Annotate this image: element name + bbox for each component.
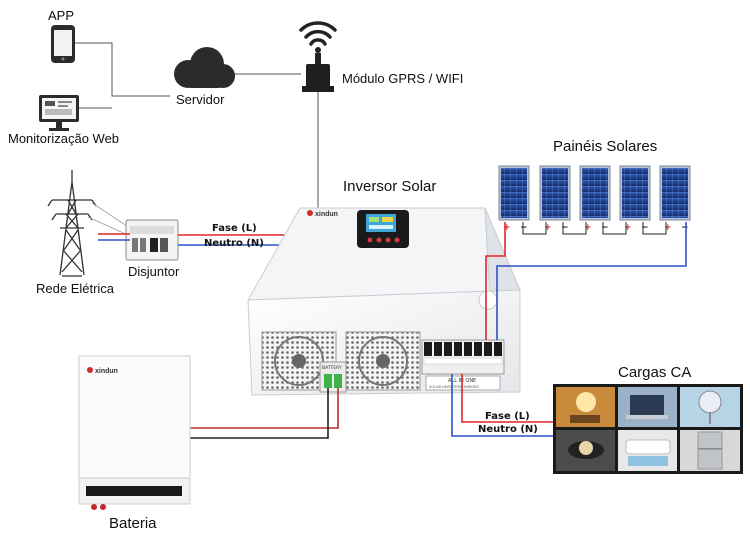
smartphone-icon — [51, 25, 75, 63]
breaker-box — [125, 219, 179, 261]
solar-panel-array — [498, 165, 691, 221]
battery-wires — [190, 388, 339, 439]
pylon-icon — [47, 170, 97, 277]
ac-loads-label: Cargas CA — [618, 364, 692, 381]
panel-plus: + — [584, 223, 592, 233]
neutral-out-label: Neutro (N) — [478, 424, 538, 435]
solar-panels-label: Painéis Solares — [553, 138, 658, 155]
panel-polarity-marks: + − + − + − + − + − — [503, 223, 689, 233]
panel-sublabel: SOLAR INVERTER/CHARGER — [429, 385, 479, 389]
load-stove — [556, 430, 615, 471]
inverter-label: Inversor Solar — [343, 178, 437, 195]
app-label: APP — [48, 8, 75, 23]
panel-plus: + — [544, 223, 552, 233]
solar-panel — [539, 165, 571, 221]
solar-panel — [619, 165, 651, 221]
gprs-label: Módulo GPRS / WIFI — [342, 71, 464, 86]
panel-minus: − — [641, 223, 649, 233]
panel-minus: − — [681, 223, 689, 233]
cloud-icon — [174, 47, 235, 88]
ac-output-wires — [451, 374, 554, 437]
battery-terminal-label: BATTERY — [322, 365, 342, 371]
load-laptop — [618, 387, 677, 427]
ac-loads-grid — [553, 384, 743, 474]
inverter-logo: xindun — [315, 211, 338, 218]
battery-logo: xindun — [95, 368, 118, 375]
load-fridge — [680, 430, 740, 471]
panel-plus: + — [503, 223, 511, 233]
neutral-in-label: Neutro (N) — [204, 238, 264, 249]
load-ac-unit — [618, 430, 677, 471]
panel-minus: − — [561, 223, 569, 233]
panel-series-links — [522, 222, 667, 235]
monitor-icon — [39, 95, 79, 131]
panel-minus: − — [601, 223, 609, 233]
breaker-label: Disjuntor — [128, 264, 180, 279]
router-icon — [302, 47, 334, 92]
load-fan — [680, 387, 740, 427]
battery-label: Bateria — [109, 515, 157, 532]
phase-out-label: Fase (L) — [485, 411, 530, 422]
panel-minus: − — [520, 223, 528, 233]
solar-panel — [659, 165, 691, 221]
solar-panel — [579, 165, 611, 221]
comm-links — [75, 42, 319, 208]
pv-wires — [485, 222, 687, 340]
load-lamp — [556, 387, 615, 427]
inverter-unit: xindun BATTERY ALL IN ONE SOLAR INVERTER… — [247, 207, 521, 396]
solar-panel — [498, 165, 530, 221]
battery-unit: xindun — [78, 355, 191, 510]
monitor-web-label: Monitorização Web — [8, 131, 120, 146]
wifi-icon — [299, 21, 337, 46]
panel-plus: + — [664, 223, 672, 233]
server-label: Servidor — [176, 92, 225, 107]
grid-label: Rede Elétrica — [36, 281, 115, 296]
panel-plus: + — [624, 223, 632, 233]
phase-in-label: Fase (L) — [212, 223, 257, 234]
